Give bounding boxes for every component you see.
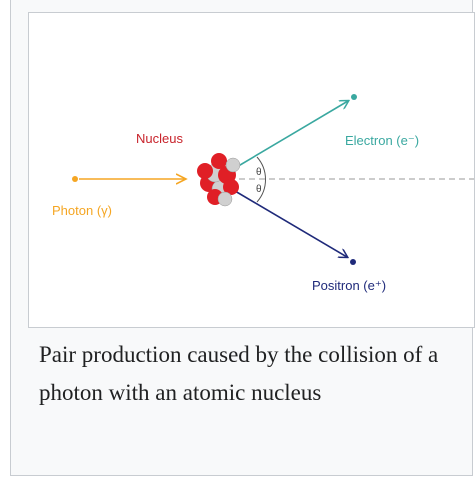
theta-bottom-label: θ (256, 184, 262, 195)
nucleus-cluster (197, 153, 241, 207)
electron-particle (351, 94, 357, 100)
figure-caption: Pair production caused by the collision … (39, 342, 439, 405)
figure-thumbnail: Nucleus Photon (γ) Electron (e⁻) Positro… (10, 0, 475, 476)
angle-arc (256, 156, 266, 203)
electron-arrow (234, 101, 348, 169)
positron-label: Positron (e⁺) (312, 278, 386, 293)
photon-particle (72, 176, 78, 182)
photon-label: Photon (γ) (52, 203, 112, 218)
positron-particle (350, 259, 356, 265)
positron-arrow (234, 190, 347, 257)
nucleus-label: Nucleus (136, 131, 183, 146)
theta-top-label: θ (256, 167, 262, 178)
electron-label: Electron (e⁻) (345, 133, 419, 148)
pair-production-diagram: Nucleus Photon (γ) Electron (e⁻) Positro… (52, 94, 474, 293)
figure-image[interactable]: Nucleus Photon (γ) Electron (e⁻) Positro… (28, 12, 475, 328)
